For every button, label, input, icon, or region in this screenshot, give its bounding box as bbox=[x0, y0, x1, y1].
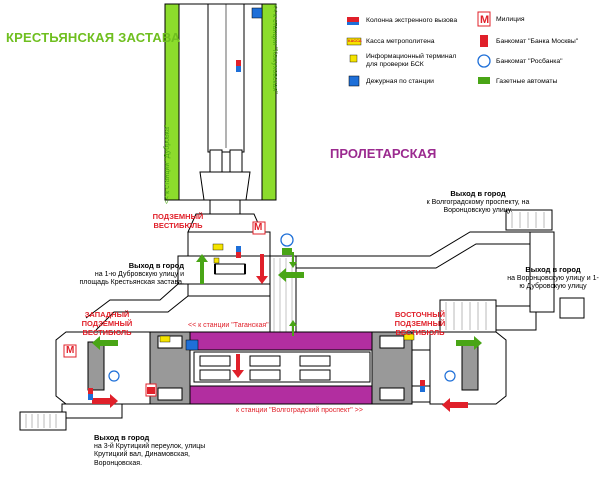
emergency-call-icon bbox=[236, 60, 241, 66]
exit-w: Выход в город на 1-ю Дубровскую улицу и … bbox=[79, 261, 185, 286]
station-name-proletarskaya: ПРОЛЕТАРСКАЯ bbox=[330, 146, 437, 161]
direction-dubrovka: << к станции "Дубровка" bbox=[164, 124, 171, 204]
ticket-office-icon bbox=[159, 335, 171, 343]
legend-kassa-text: КАССА bbox=[348, 38, 362, 43]
legend-ticket-office: Касса метрополитена bbox=[366, 38, 435, 45]
ticket-office-icon bbox=[403, 333, 415, 341]
atm-bank-moscow-icon bbox=[147, 387, 155, 394]
direction-volgogradsky: к станции "Волгоградский проспект" >> bbox=[236, 407, 363, 414]
east-vestibule bbox=[429, 299, 537, 405]
flow-arrows bbox=[92, 252, 482, 412]
emergency-call-icon bbox=[236, 246, 241, 252]
exit-ne: Выход в город к Волгоградскому проспекту… bbox=[426, 189, 530, 214]
legend-emergency-call: Колонна экстренного вызова bbox=[366, 17, 458, 24]
krestyanskaya-platform bbox=[164, 3, 277, 233]
legend-atm-rosbank: Банкомат "Росбанка" bbox=[496, 58, 563, 65]
legend-police: Милиция bbox=[496, 16, 525, 23]
map-police-letter-center: М bbox=[254, 222, 263, 233]
label-west-vestibule: ЗАПАДНЫЙ ПОДЗЕМНЫЙ ВЕСТИБЮЛЬ bbox=[81, 310, 133, 337]
station-name-krestyanskaya: КРЕСТЬЯНСКАЯ ЗАСТАВА bbox=[6, 30, 181, 45]
exit-sw: Выход в город на 3-й Крутицкий переулок,… bbox=[94, 433, 206, 467]
west-vestibule bbox=[19, 331, 151, 431]
map-police-letter-west: М bbox=[66, 345, 75, 356]
info-terminal-icon bbox=[213, 257, 220, 264]
legend-station-duty: Дежурная по станции bbox=[366, 78, 434, 85]
direction-kozhukhovskaya: << к станции "Кожуховская" bbox=[271, 4, 278, 94]
police-icon bbox=[252, 221, 266, 235]
legend-police-letter: М bbox=[480, 14, 490, 26]
west-exit-corridor bbox=[85, 283, 189, 331]
police-icon bbox=[63, 344, 77, 358]
newspaper-machine-icon bbox=[282, 248, 292, 255]
ticket-office-icon bbox=[212, 243, 224, 251]
emergency-call-icon bbox=[420, 380, 425, 386]
station-duty-icon bbox=[251, 7, 263, 19]
map-icons bbox=[63, 7, 456, 400]
legend-atm-bank-moscow: Банкомат "Банка Москвы" bbox=[496, 38, 579, 45]
exit-e: Выход в город на Воронцовскую улицу и 1-… bbox=[507, 265, 599, 290]
legend-newspaper-machine: Газетные автоматы bbox=[496, 78, 558, 85]
atm-rosbank-icon bbox=[108, 370, 120, 382]
station-duty-icon bbox=[185, 339, 199, 351]
ne-exit-corridor bbox=[296, 209, 585, 319]
legend-icons bbox=[346, 11, 491, 87]
label-underground-vestibule: ПОДЗЕМНЫЙ ВЕСТИБЮЛЬ bbox=[152, 212, 204, 230]
label-east-vestibule: ВОСТОЧНЫЙ ПОДЗЕМНЫЙ ВЕСТИБЮЛЬ bbox=[394, 310, 446, 337]
emergency-call-icon bbox=[88, 388, 93, 394]
atm-rosbank-icon bbox=[444, 370, 456, 382]
atm-rosbank-icon bbox=[280, 233, 294, 247]
direction-taganskaya: << к станции "Таганская" bbox=[188, 322, 269, 329]
legend-info-terminal: Информационный терминал для проверки БСК bbox=[366, 53, 457, 68]
